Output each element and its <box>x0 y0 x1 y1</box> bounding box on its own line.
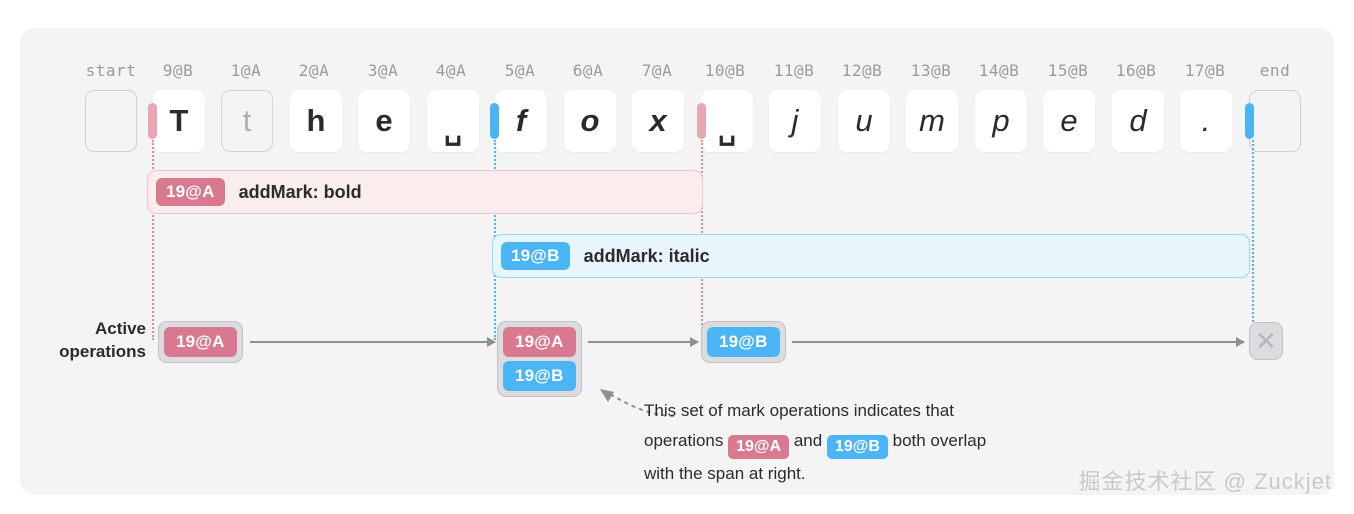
char-cell-d[interactable]: d <box>1112 90 1164 152</box>
guide-bold-start <box>152 140 154 340</box>
op-badge-19b: 19@B <box>503 361 576 391</box>
col-header-3a: 3@A <box>367 61 399 80</box>
col-header-11b: 11@B <box>773 61 815 80</box>
guide-italic-end <box>1252 140 1254 322</box>
caret-bold-end <box>697 103 706 139</box>
col-header-end: end <box>1259 61 1291 80</box>
col-header-13b: 13@B <box>910 61 952 80</box>
caption-text-operations: operations <box>644 431 724 450</box>
watermark: 掘金技术社区 @ Zuckjet <box>1078 469 1332 494</box>
col-header-1a: 1@A <box>230 61 262 80</box>
col-header-7a: 7@A <box>641 61 673 80</box>
col-header-12b: 12@B <box>841 61 883 80</box>
op-badge-19b: 19@B <box>707 327 780 357</box>
active-operations-label-line2: operations <box>59 341 146 361</box>
caption-badge-19a: 19@A <box>728 435 790 459</box>
caption-line-2: operations 19@A and 19@B both overlap <box>644 426 1074 459</box>
char-cell-end[interactable] <box>1249 90 1301 152</box>
caret-bold-start <box>148 103 157 139</box>
period-glyph: . <box>1201 103 1211 138</box>
char-cell-o[interactable]: o <box>564 90 616 152</box>
char-cell-x[interactable]: x <box>632 90 684 152</box>
active-ops-group-empty[interactable]: ✕ <box>1249 322 1283 360</box>
char-cell-j[interactable]: j <box>769 90 821 152</box>
space-glyph: ␣ <box>444 114 462 145</box>
ops-arrow-2 <box>588 337 699 347</box>
caret-italic-start <box>490 103 499 139</box>
ops-arrow-1 <box>250 337 496 347</box>
char-cell-e2[interactable]: e <box>1043 90 1095 152</box>
close-x-icon: ✕ <box>1255 326 1277 356</box>
caption-text-and: and <box>793 431 823 450</box>
char-cell-u[interactable]: u <box>838 90 890 152</box>
caption-line-3: with the span at right. <box>644 464 806 483</box>
mark-bar-italic[interactable]: 19@B addMark: italic <box>492 234 1250 278</box>
char-cell-start[interactable] <box>85 90 137 152</box>
col-header-start: start <box>85 61 137 80</box>
op-badge-19a: 19@A <box>164 327 237 357</box>
char-cell-t-tombstone[interactable]: t <box>221 90 273 152</box>
char-cell-f[interactable]: f <box>495 90 547 152</box>
col-header-6a: 6@A <box>572 61 604 80</box>
active-ops-group-3[interactable]: 19@B <box>701 321 786 363</box>
caret-italic-end <box>1245 103 1254 139</box>
caption-line-1: This set of mark operations indicates th… <box>644 401 954 420</box>
col-header-4a: 4@A <box>435 61 467 80</box>
char-cell-space2[interactable]: ␣ <box>701 90 753 152</box>
callout-arrow-icon <box>600 389 675 417</box>
char-cell-period[interactable]: . <box>1180 90 1232 152</box>
active-ops-group-2[interactable]: 19@A 19@B <box>497 321 582 397</box>
caption-badge-19b: 19@B <box>826 435 888 459</box>
col-header-16b: 16@B <box>1115 61 1157 80</box>
mark-badge-19b: 19@B <box>501 242 570 270</box>
char-cell-e1[interactable]: e <box>358 90 410 152</box>
mark-label-italic: addMark: italic <box>583 245 710 266</box>
char-cell-T[interactable]: T <box>153 90 205 152</box>
col-header-14b: 14@B <box>978 61 1020 80</box>
active-operations-label: Active operations <box>34 318 146 364</box>
col-header-17b: 17@B <box>1184 61 1226 80</box>
col-header-9b: 9@B <box>162 61 194 80</box>
caption-text-overlap: both overlap <box>892 431 987 450</box>
ops-arrow-3 <box>792 337 1245 347</box>
mark-label-bold: addMark: bold <box>238 181 362 202</box>
col-header-10b: 10@B <box>704 61 746 80</box>
col-header-5a: 5@A <box>504 61 536 80</box>
col-header-15b: 15@B <box>1047 61 1089 80</box>
char-cell-space1[interactable]: ␣ <box>427 90 479 152</box>
space-glyph: ␣ <box>718 114 736 145</box>
op-badge-19a: 19@A <box>503 327 576 357</box>
char-cell-h[interactable]: h <box>290 90 342 152</box>
mark-bar-bold[interactable]: 19@A addMark: bold <box>147 170 703 214</box>
col-header-2a: 2@A <box>298 61 330 80</box>
active-operations-label-line1: Active <box>94 319 146 338</box>
char-cell-p[interactable]: p <box>975 90 1027 152</box>
active-ops-group-1[interactable]: 19@A <box>158 321 243 363</box>
char-cell-m[interactable]: m <box>906 90 958 152</box>
mark-badge-19a: 19@A <box>156 178 225 206</box>
callout-caption: This set of mark operations indicates th… <box>644 396 1074 489</box>
